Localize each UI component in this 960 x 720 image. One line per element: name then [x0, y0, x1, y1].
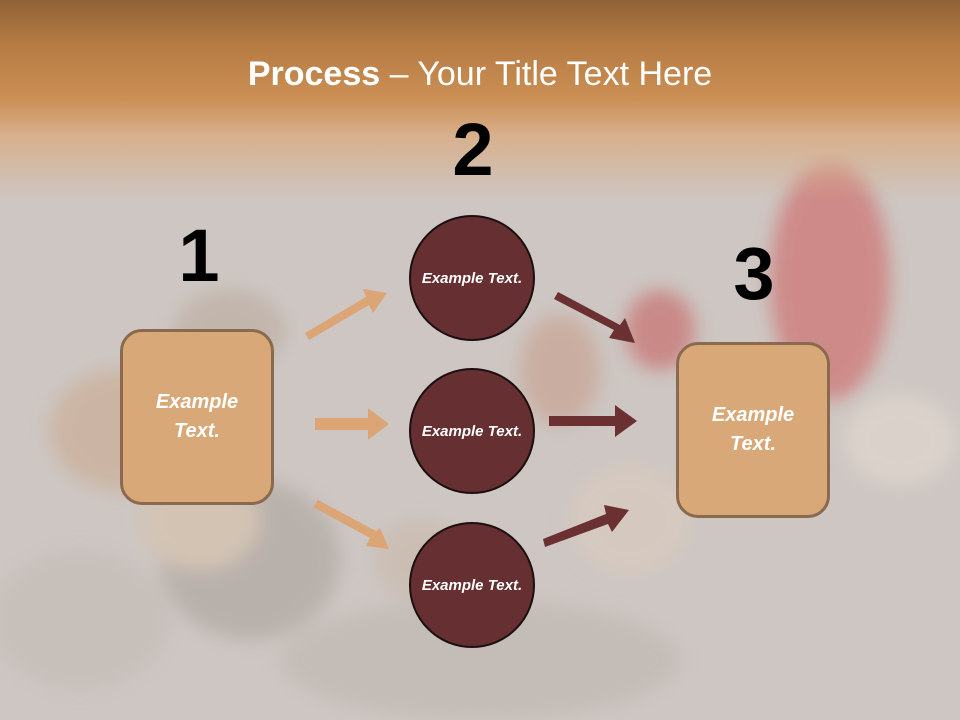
slide-title: Process – Your Title Text Here: [0, 52, 960, 96]
process-circle-bottom-label: Example Text.: [421, 576, 523, 594]
step-number-3: 3: [733, 232, 775, 315]
step-number-1: 1: [178, 214, 220, 297]
process-circle-top-label: Example Text.: [421, 269, 523, 287]
process-box-left-label: Example Text.: [155, 391, 239, 442]
slide-title-bold: Process: [247, 55, 381, 93]
process-box-right-label: Example Text.: [711, 404, 795, 455]
title-band: [0, 0, 960, 200]
process-circle-middle: Example Text.: [409, 368, 535, 494]
process-box-right: Example Text.: [676, 342, 830, 518]
slide-title-rest: – Your Title Text Here: [380, 55, 713, 93]
process-circle-middle-label: Example Text.: [421, 422, 523, 440]
process-box-left: Example Text.: [120, 329, 274, 505]
process-circle-top: Example Text.: [409, 215, 535, 341]
process-circle-bottom: Example Text.: [409, 522, 535, 648]
step-number-2: 2: [452, 108, 494, 191]
